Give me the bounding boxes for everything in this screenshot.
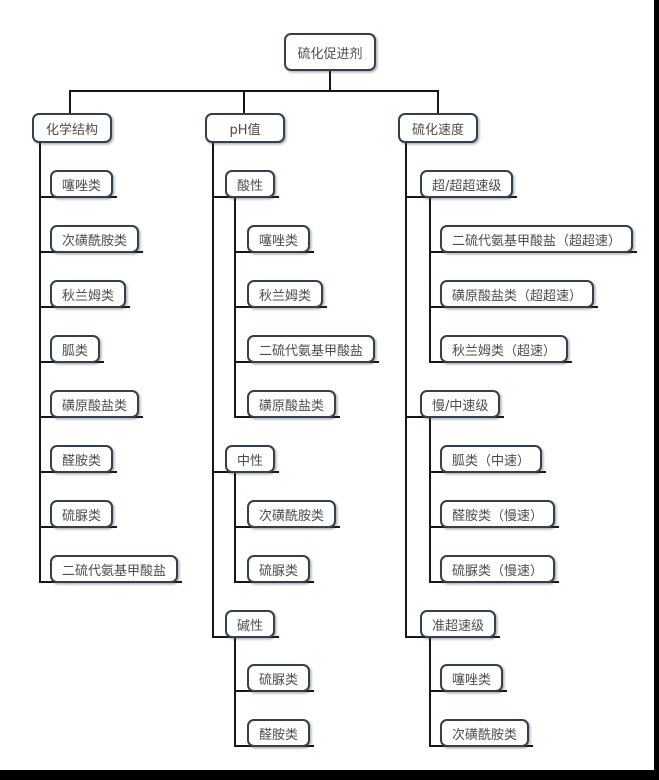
category-trunk-line bbox=[429, 636, 431, 747]
column-trunk-line bbox=[212, 141, 214, 638]
root-stem-line bbox=[329, 69, 331, 92]
node-cure-speed: 硫化速度 bbox=[398, 113, 478, 143]
node-uuf-xanthates: 磺原酸盐类（超超速） bbox=[440, 280, 595, 308]
node-acidic-xanthates: 磺原酸盐类 bbox=[247, 390, 337, 418]
bottom-border-bar bbox=[0, 770, 659, 780]
node-sm-guanidines: 胍类（中速） bbox=[440, 445, 543, 473]
node-thiazoles: 噻唑类 bbox=[50, 170, 114, 198]
node-suf-thiazoles: 噻唑类 bbox=[440, 664, 504, 692]
node-ultra-ultra-fast: 超/超超速级 bbox=[420, 170, 514, 198]
drop-line bbox=[69, 90, 71, 119]
node-slow-medium: 慢/中速级 bbox=[420, 390, 501, 418]
right-border-bar bbox=[654, 0, 659, 780]
node-alkaline-aldehyde-amines: 醛胺类 bbox=[247, 719, 311, 747]
node-neutral-sulfenamides: 次磺酰胺类 bbox=[247, 500, 337, 528]
node-sm-aldehyde-amines: 醛胺类（慢速） bbox=[440, 500, 556, 528]
category-trunk-line bbox=[234, 636, 236, 747]
node-guanidines: 胍类 bbox=[50, 335, 101, 363]
node-alkaline: 碱性 bbox=[225, 610, 276, 638]
drop-line bbox=[243, 90, 245, 119]
category-trunk-line bbox=[429, 196, 431, 363]
node-dithiocarbamates: 二硫代氨基甲酸盐 bbox=[50, 555, 179, 583]
node-acidic-thiazoles: 噻唑类 bbox=[247, 225, 311, 253]
node-acidic: 酸性 bbox=[225, 170, 276, 198]
node-thioureas: 硫脲类 bbox=[50, 500, 114, 528]
drop-line bbox=[437, 90, 439, 119]
header-rail-line bbox=[69, 90, 439, 92]
node-suf-sulfenamides: 次磺酰胺类 bbox=[440, 719, 530, 747]
node-neutral-thioureas: 硫脲类 bbox=[247, 555, 311, 583]
node-thiurams: 秋兰姆类 bbox=[50, 280, 127, 308]
category-trunk-line bbox=[234, 196, 236, 418]
node-uuf-thiurams: 秋兰姆类（超速） bbox=[440, 335, 569, 363]
column-trunk-line bbox=[405, 141, 407, 638]
node-root: 硫化促进剂 bbox=[284, 33, 376, 71]
node-xanthates: 磺原酸盐类 bbox=[50, 390, 140, 418]
node-sulfenamides: 次磺酰胺类 bbox=[50, 225, 140, 253]
node-acidic-thiurams: 秋兰姆类 bbox=[247, 280, 324, 308]
node-ph-value: pH值 bbox=[205, 113, 285, 143]
column-trunk-line bbox=[39, 141, 41, 583]
node-acidic-dithiocarbamates: 二硫代氨基甲酸盐 bbox=[247, 335, 376, 363]
node-uuf-dithiocarbamates: 二硫代氨基甲酸盐（超超速） bbox=[440, 225, 634, 253]
node-chemical-structure: 化学结构 bbox=[32, 113, 112, 143]
node-alkaline-thioureas: 硫脲类 bbox=[247, 664, 311, 692]
category-trunk-line bbox=[429, 416, 431, 583]
node-neutral: 中性 bbox=[225, 445, 276, 473]
node-semi-ultra-fast: 准超速级 bbox=[420, 610, 497, 638]
node-sm-thioureas: 硫脲类（慢速） bbox=[440, 555, 556, 583]
node-aldehyde-amines: 醛胺类 bbox=[50, 445, 114, 473]
category-trunk-line bbox=[234, 471, 236, 583]
